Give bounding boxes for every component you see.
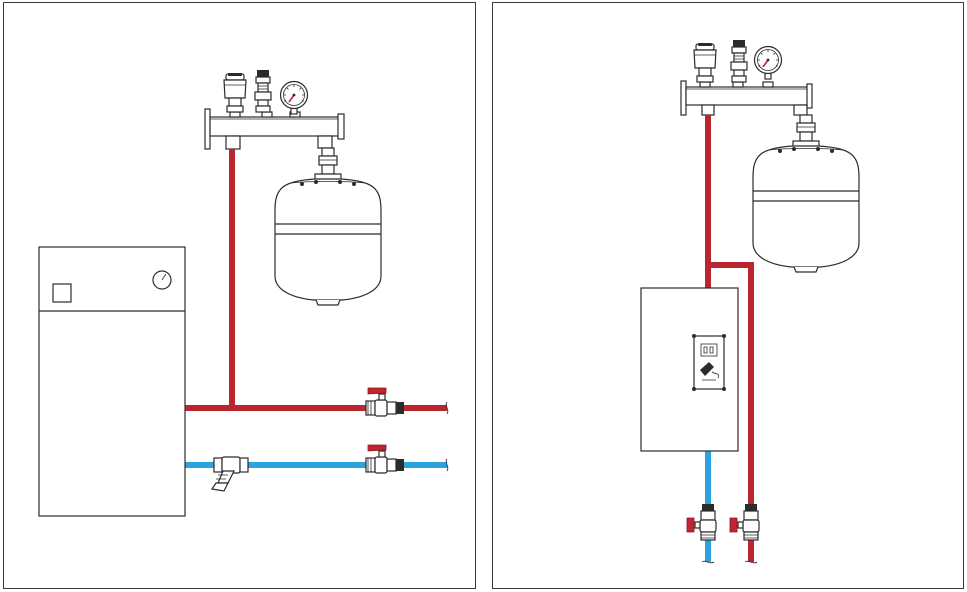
hot-pipe-branch: [705, 262, 754, 268]
automatic-air-vent-icon: [223, 72, 247, 113]
y-strainer-icon: [211, 456, 249, 492]
pipe-break-icon: [445, 401, 449, 415]
ball-valve-icon: [365, 444, 405, 474]
hot-pipe-down: [748, 262, 754, 562]
ball-valve-icon: [365, 387, 405, 417]
heater-control-panel: [692, 334, 726, 391]
safety-group-manifold: [680, 80, 813, 116]
boiler-unit: [38, 246, 186, 517]
safety-group-manifold: [204, 108, 345, 150]
safety-valve-icon: [254, 69, 272, 113]
expansion-vessel: [752, 114, 860, 273]
automatic-air-vent-icon: [693, 42, 717, 83]
right-diagram: [640, 39, 860, 564]
pressure-gauge-icon: [753, 45, 783, 80]
ball-valve-icon: [729, 503, 760, 541]
pipe-break-icon: [744, 560, 758, 564]
pipe-break-icon: [701, 560, 715, 564]
boiler-display-square: [52, 283, 72, 303]
ball-valve-icon: [686, 503, 717, 541]
left-diagram: [38, 69, 449, 517]
hot-pipe-riser: [705, 115, 711, 289]
electric-heater-unit: [640, 287, 739, 452]
pressure-gauge-icon: [279, 80, 309, 115]
boiler-dial-icon: [152, 270, 172, 290]
hot-pipe-riser: [229, 149, 235, 411]
hot-pipe-flow: [185, 405, 447, 411]
expansion-vessel: [274, 147, 382, 306]
pipe-break-icon: [445, 458, 449, 472]
cold-pipe-return: [185, 462, 447, 468]
safety-valve-icon: [730, 39, 748, 83]
